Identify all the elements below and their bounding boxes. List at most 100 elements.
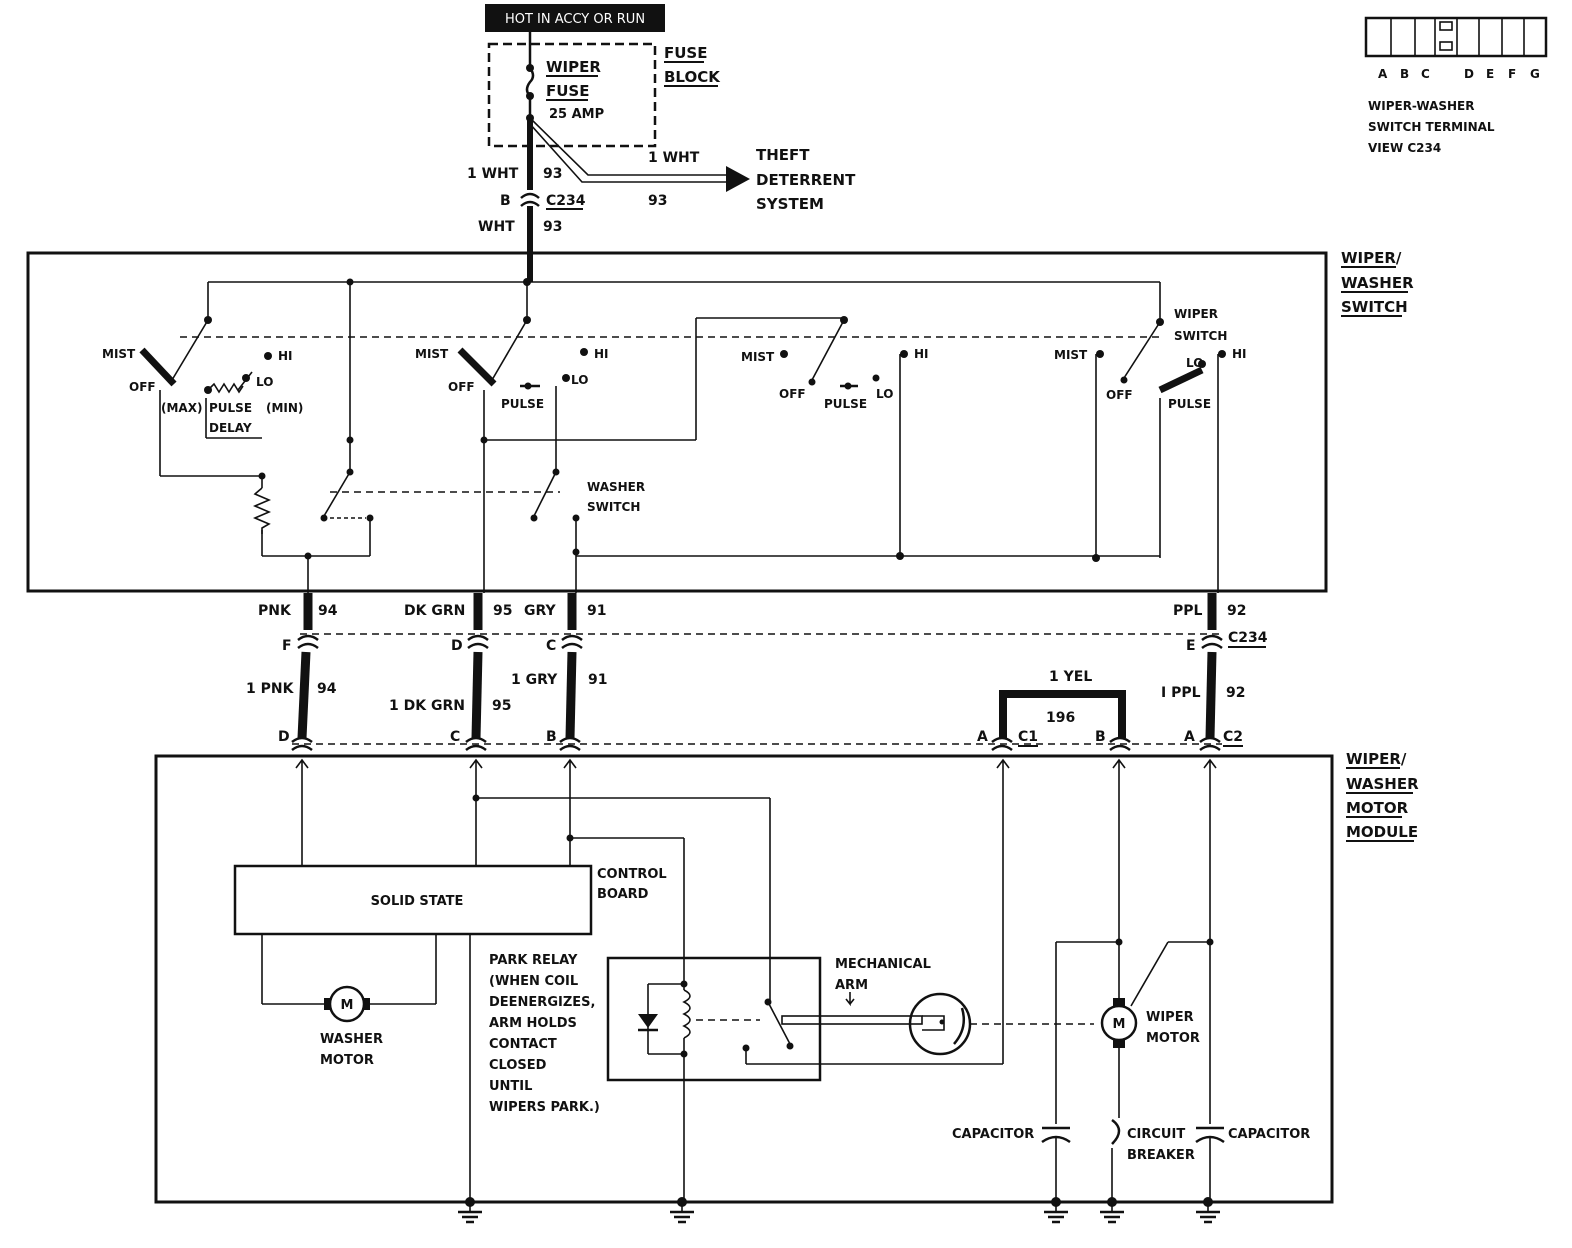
ppl-module-connector: C2 <box>1223 729 1243 745</box>
fuse-block-title-1: FUSE <box>664 44 707 62</box>
gry-lower-circuit: 91 <box>588 672 607 688</box>
sw4-pulse: PULSE <box>1168 397 1211 411</box>
feed-wire-93: 1 WHT 93 B C234 WHT 93 <box>467 118 586 282</box>
park-relay-text-4: ARM HOLDS <box>489 1016 577 1031</box>
sw4-mist: MIST <box>1054 348 1088 362</box>
ground-symbol-2 <box>670 1197 694 1224</box>
switch-title-1: WIPER/ <box>1341 249 1402 267</box>
terminal-view-text-1: WIPER-WASHER <box>1368 99 1474 113</box>
yel-cavity-b: B <box>1095 729 1106 745</box>
switch-title-3: SWITCH <box>1341 298 1408 316</box>
sw4-lo: LO <box>1186 356 1203 370</box>
wiper-washer-switch-box: WIPER/ WASHER SWITCH MIST HI OFF L <box>26 249 1414 593</box>
theft-circuit: 93 <box>648 193 667 209</box>
breaker-text-1: CIRCUIT <box>1127 1127 1185 1142</box>
gry-lower-color: 1 GRY <box>511 672 558 688</box>
gry-module-cavity: B <box>546 729 557 745</box>
park-relay-text-5: CONTACT <box>489 1037 557 1052</box>
relay-coil <box>682 989 691 1039</box>
pnk-module-cavity: D <box>278 729 290 745</box>
fuse-symbol <box>525 67 535 97</box>
breaker-text-2: BREAKER <box>1127 1148 1195 1163</box>
switch-section-1: MIST HI OFF LO (MAX) PULSE (MIN) DELAY <box>102 316 374 593</box>
switch-title-2: WASHER <box>1341 274 1414 292</box>
capacitor-right-label: CAPACITOR <box>1228 1127 1310 1142</box>
terminal-letter-b: B <box>1400 67 1409 81</box>
wiper-motor-text-2: MOTOR <box>1146 1031 1200 1046</box>
yel-circuit: 196 <box>1046 710 1075 726</box>
sw4-hi: HI <box>1232 347 1247 361</box>
dkgrn-color: DK GRN <box>404 603 465 619</box>
ppl-color: PPL <box>1173 603 1203 619</box>
mechanical-arm: MECHANICAL ARM <box>781 957 1094 1056</box>
park-relay-text-2: (WHEN COIL <box>489 974 578 989</box>
park-relay <box>606 956 1003 1200</box>
sw2-hi: HI <box>594 347 609 361</box>
washer-motor-symbol <box>328 985 366 1023</box>
sw1-pulse: PULSE <box>209 401 252 415</box>
sw1-off: OFF <box>129 380 156 394</box>
pnk-circuit: 94 <box>318 603 338 619</box>
sw1-mist: MIST <box>102 347 136 361</box>
sw1-min: (MIN) <box>266 401 303 415</box>
dkgrn-cavity: D <box>451 638 463 654</box>
sw3-pulse: PULSE <box>824 397 867 411</box>
terminal-view: A B C D E F G WIPER-WASHER SWITCH TERMIN… <box>1364 16 1548 155</box>
dkgrn-lower-circuit: 95 <box>492 698 511 714</box>
feed-lower-circuit: 93 <box>543 219 562 235</box>
theft-deterrent-branch: 1 WHT 93 THEFT DETERRENT SYSTEM <box>529 117 856 213</box>
fuse-name-2: FUSE <box>546 82 589 100</box>
sw3-hi: HI <box>914 347 929 361</box>
solid-state-label: SOLID STATE <box>371 894 464 909</box>
ppl-lower-circuit: 92 <box>1226 685 1245 701</box>
pnk-cavity: F <box>282 638 292 654</box>
switch-section-3: MIST HI OFF LO PULSE <box>741 316 929 560</box>
ppl-lower-color: I PPL <box>1161 685 1201 701</box>
wiper-motor-m: M <box>1113 1017 1126 1032</box>
theft-wire-label: 1 WHT <box>648 150 700 166</box>
sw2-lo: LO <box>571 373 588 387</box>
pnk-lower-circuit: 94 <box>317 681 337 697</box>
ppl-circuit: 92 <box>1227 603 1246 619</box>
wiper-washer-motor-module: WIPER/ WASHER MOTOR MODULE SOLID STATE C… <box>154 750 1419 1224</box>
washer-motor-text-2: MOTOR <box>320 1053 374 1068</box>
terminal-letter-g: G <box>1530 67 1540 81</box>
ppl-connector: C234 <box>1228 630 1268 646</box>
washer-motor-m: M <box>341 998 354 1013</box>
fuse-block: FUSE BLOCK WIPER FUSE 25 AMP <box>487 32 721 148</box>
terminal-view-text-2: SWITCH TERMINAL <box>1368 120 1495 134</box>
mech-arm-text-2: ARM <box>835 978 868 993</box>
sw2-off: OFF <box>448 380 475 394</box>
capacitor-left: CAPACITOR <box>952 1126 1071 1200</box>
terminal-letter-e: E <box>1486 67 1494 81</box>
terminal-letter-a: A <box>1378 67 1388 81</box>
sw4-off: OFF <box>1106 388 1133 402</box>
gry-circuit: 91 <box>587 603 606 619</box>
sw1-max: (MAX) <box>161 401 202 415</box>
washer-motor-text-1: WASHER <box>320 1032 383 1047</box>
feed-lower-color: WHT <box>478 219 515 235</box>
park-relay-text-6: CLOSED <box>489 1058 547 1073</box>
sw3-off: OFF <box>779 387 806 401</box>
gry-color: GRY <box>524 603 557 619</box>
theft-text-1: THEFT <box>756 146 810 164</box>
wiper-motor-text-1: WIPER <box>1146 1010 1194 1025</box>
control-board-text-1: CONTROL <box>597 867 667 882</box>
gry-cavity: C <box>546 638 556 654</box>
feed-upper-circuit: 93 <box>543 166 562 182</box>
washer-switch-text-2: SWITCH <box>587 500 640 514</box>
ground-symbol-4 <box>1100 1197 1124 1224</box>
fuse-name-1: WIPER <box>546 58 601 76</box>
pnk-color: PNK <box>258 603 292 619</box>
terminal-view-text-3: VIEW C234 <box>1368 141 1441 155</box>
module-title-1: WIPER/ <box>1346 750 1407 768</box>
ppl-module-cavity: A <box>1184 729 1195 745</box>
sw1-delay: DELAY <box>209 421 252 435</box>
delay-resistor <box>252 487 272 534</box>
feed-cavity: B <box>500 193 511 209</box>
theft-text-2: DETERRENT <box>756 171 856 189</box>
wiper-motor-symbol <box>1100 1004 1138 1042</box>
control-board-text-2: BOARD <box>597 887 649 902</box>
feed-upper-color: 1 WHT <box>467 166 519 182</box>
